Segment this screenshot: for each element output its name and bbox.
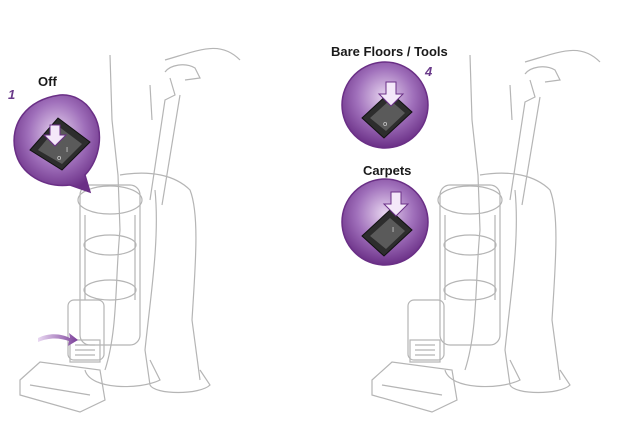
svg-text:I: I: [392, 226, 394, 234]
step-number-1: 1: [8, 87, 16, 102]
bare-floors-switch-callout: o: [341, 61, 429, 149]
left-vacuum-figure: [19, 47, 241, 413]
svg-text:I: I: [66, 146, 68, 154]
left-switch-callout: I o: [13, 94, 101, 194]
carpets-switch-callout: I: [341, 178, 429, 266]
right-vacuum-figure: [371, 49, 601, 413]
carpets-label: Carpets: [363, 163, 412, 178]
svg-text:o: o: [383, 120, 387, 128]
off-label: Off: [38, 74, 57, 89]
step-number-4: 4: [425, 64, 433, 79]
svg-text:o: o: [57, 154, 61, 162]
left-direction-arrow: [38, 333, 78, 346]
bare-floors-tools-label: Bare Floors / Tools: [331, 44, 448, 59]
